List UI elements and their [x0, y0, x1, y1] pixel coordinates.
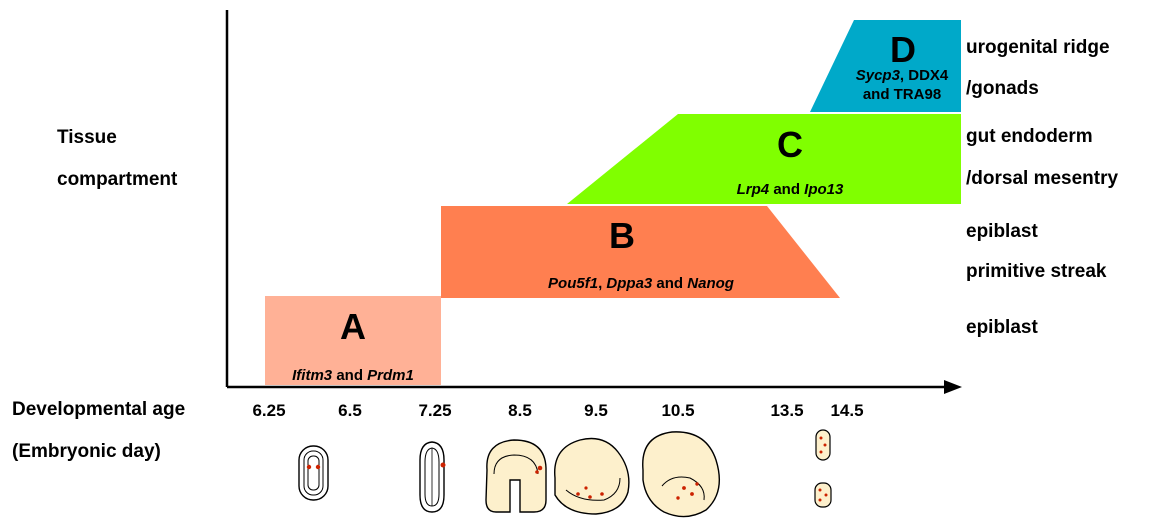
gene-name: Lrp4	[737, 181, 770, 198]
x-axis-arrowhead	[944, 380, 962, 394]
gene-name: Ipo13	[804, 181, 844, 198]
gene-connector: and	[652, 275, 687, 292]
gene-connector: and	[769, 181, 804, 198]
phase-c-letter: C	[777, 124, 803, 165]
phase-d-letter: D	[890, 29, 916, 70]
gene-name: Pou5f1	[548, 275, 598, 292]
phase-c-genes: Lrp4 and Ipo13	[737, 181, 844, 198]
gene-name: Dppa3	[606, 275, 653, 292]
embryo-8-5-icon	[486, 440, 546, 512]
embryo-9-5-icon	[555, 439, 629, 515]
phase-a-genes: Ifitm3 and Prdm1	[292, 367, 414, 384]
gene-connector: and TRA98	[863, 86, 941, 103]
gonad-14-5-icon	[815, 483, 831, 507]
gene-name: Ifitm3	[292, 367, 333, 384]
phase-d-genes-line1: Sycp3, DDX4	[856, 67, 949, 84]
gene-name: Nanog	[687, 275, 734, 292]
gene-connector: , DDX4	[900, 67, 949, 84]
gene-connector: and	[332, 367, 367, 384]
gene-name: Prdm1	[367, 367, 414, 384]
gonad-13-5-icon	[816, 430, 830, 460]
phase-d-genes-line2: and TRA98	[863, 86, 941, 103]
phase-a-letter: A	[340, 306, 366, 347]
gene-connector: ,	[598, 275, 606, 292]
embryo-6-5-icon	[299, 446, 328, 500]
gene-name: Sycp3	[856, 67, 901, 84]
phase-b-genes: Pou5f1, Dppa3 and Nanog	[548, 275, 734, 292]
embryo-7-25-icon	[420, 442, 446, 512]
embryo-10-5-icon	[643, 432, 720, 517]
phase-b-letter: B	[609, 215, 635, 256]
